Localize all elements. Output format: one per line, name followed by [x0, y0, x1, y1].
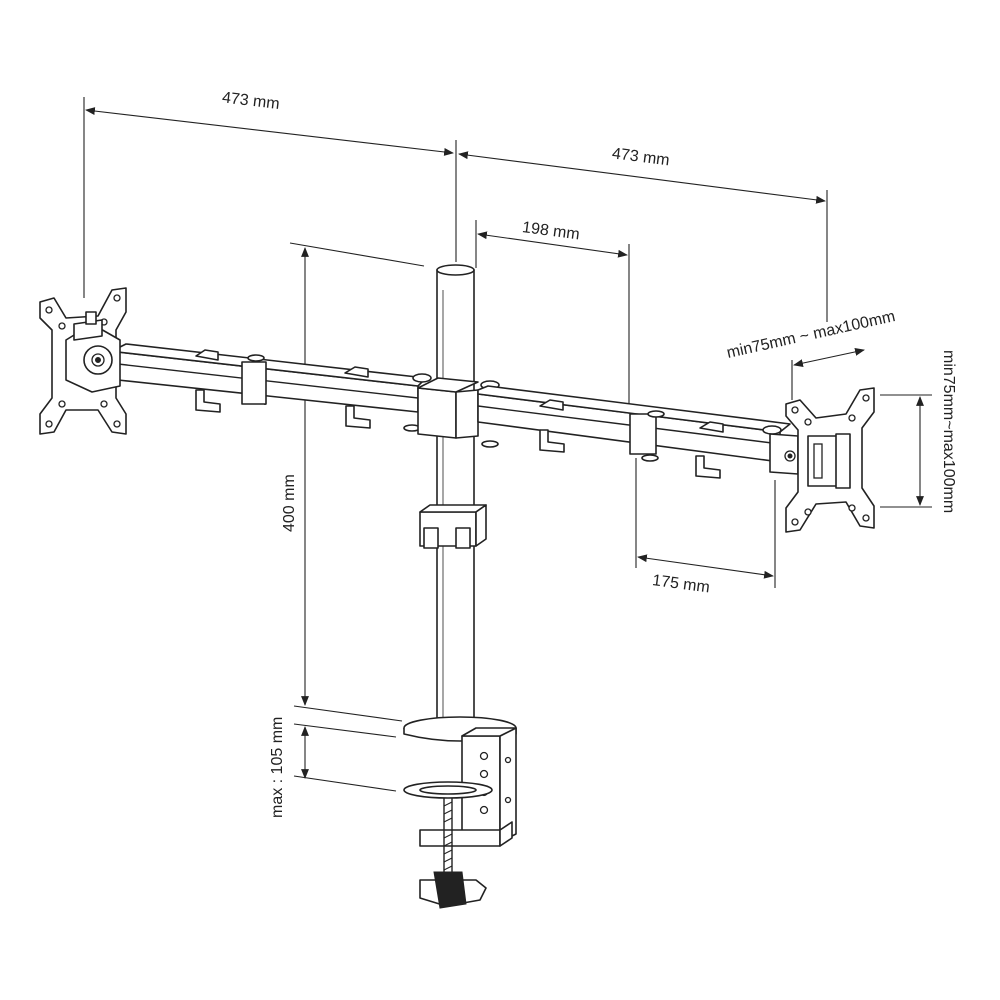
- right-segment-label: 175 mm: [651, 572, 711, 596]
- pole-bottom-extension: [293, 705, 403, 722]
- vesa-vertical-label: min75mm~max100mm: [940, 350, 957, 513]
- cable-clip: [419, 504, 487, 549]
- left-span-dimension: [85, 107, 454, 156]
- right-segment-dimension: [637, 554, 774, 579]
- dimension-lines: [83, 97, 932, 792]
- clamp-bottom-extension: [293, 775, 397, 792]
- left-tilt-joint: [65, 311, 121, 393]
- pole-top-extension: [289, 242, 425, 267]
- right-span-label: 473 mm: [611, 145, 670, 169]
- segment-label: 198 mm: [521, 219, 581, 243]
- vesa-horizontal-label: min75mm ~ max100mm: [725, 308, 897, 362]
- right-span-dimension: [458, 151, 826, 204]
- right-tilt-joint: [769, 433, 799, 475]
- pole: [436, 264, 475, 723]
- center-hub: [412, 373, 500, 448]
- left-span-label: 473 mm: [221, 89, 280, 113]
- segment-dimension: [477, 231, 628, 258]
- pole-height-label: 400 mm: [281, 474, 298, 532]
- desk-clamp: [403, 727, 517, 909]
- vesa-horizontal-dimension: [793, 347, 865, 368]
- right-arm: [477, 385, 791, 479]
- clamp-top-extension: [293, 723, 397, 738]
- left-arm: [117, 343, 427, 432]
- right-vesa-plate: [785, 387, 875, 533]
- clamp-opening-label: max : 105 mm: [269, 717, 286, 818]
